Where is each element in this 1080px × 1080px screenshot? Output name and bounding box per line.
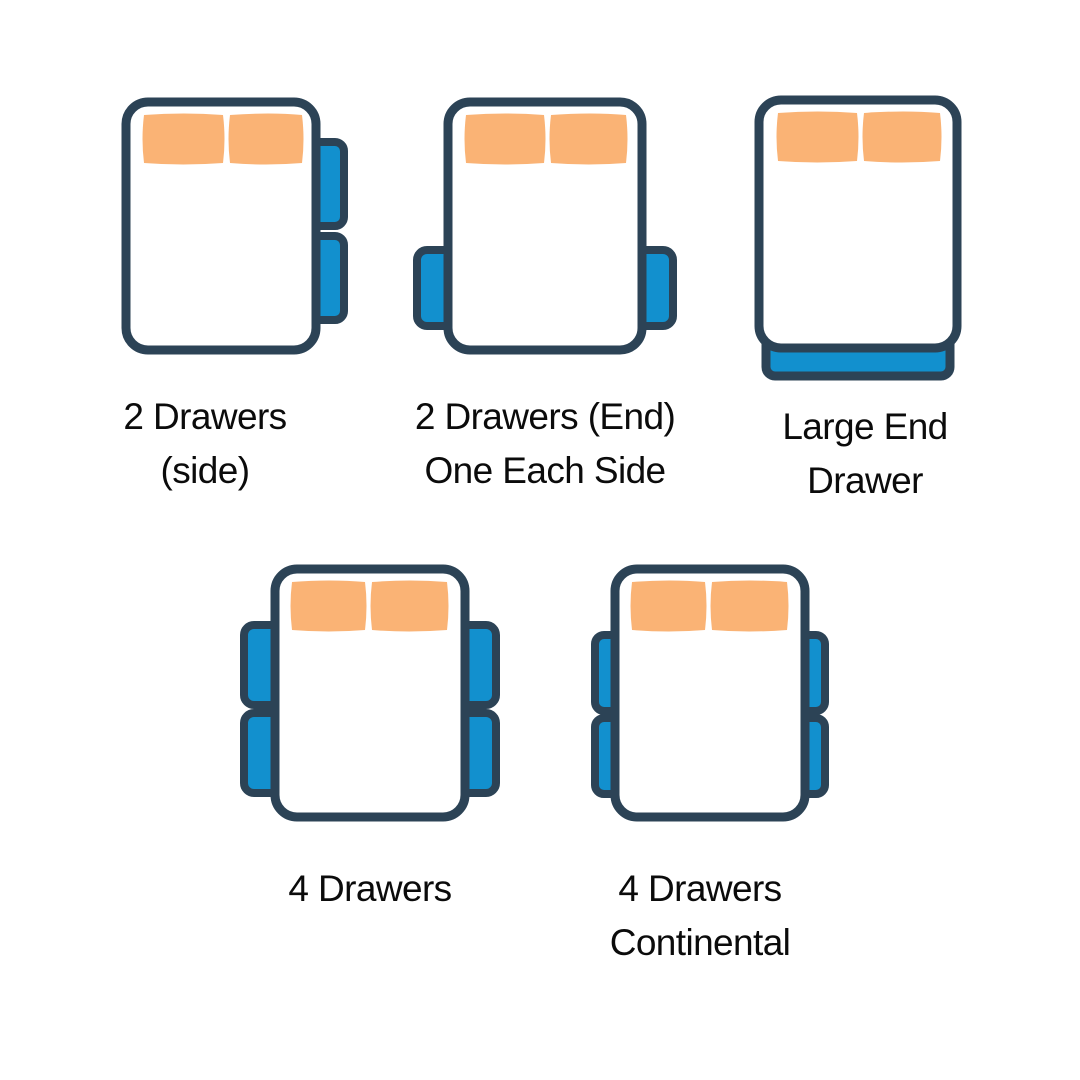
bed-figure-4-drawers-continental[interactable] — [575, 555, 845, 835]
bed-caption-2-drawers-end: 2 Drawers (End) One Each Side — [414, 396, 676, 491]
pillow-right — [370, 580, 449, 632]
pillow-left — [142, 113, 225, 165]
pillow-group — [776, 111, 942, 163]
bed-caption-2-drawers-side: 2 Drawers (side) — [123, 396, 287, 491]
pillow-group — [142, 113, 304, 165]
pillow-left — [630, 580, 707, 632]
bed-figure-2-drawers-side[interactable] — [110, 88, 360, 368]
pillow-left — [776, 111, 859, 163]
pillow-group — [464, 113, 628, 165]
pillow-right — [710, 580, 789, 632]
pillow-right — [228, 113, 304, 165]
bed-figure-2-drawers-end[interactable] — [405, 88, 685, 368]
pillow-group — [630, 580, 789, 632]
pillow-group — [290, 580, 449, 632]
bed-figure-large-end-drawer[interactable] — [748, 80, 978, 381]
pillow-left — [464, 113, 546, 165]
bed-caption-4-drawers-continental: 4 Drawers Continental — [609, 868, 791, 963]
pillow-right — [549, 113, 628, 165]
pillow-left — [290, 580, 367, 632]
bed-caption-large-end-drawer: Large End Drawer — [782, 406, 948, 501]
bed-caption-4-drawers: 4 Drawers — [288, 868, 452, 909]
pillow-right — [862, 111, 942, 163]
bed-figure-4-drawers[interactable] — [235, 555, 505, 835]
